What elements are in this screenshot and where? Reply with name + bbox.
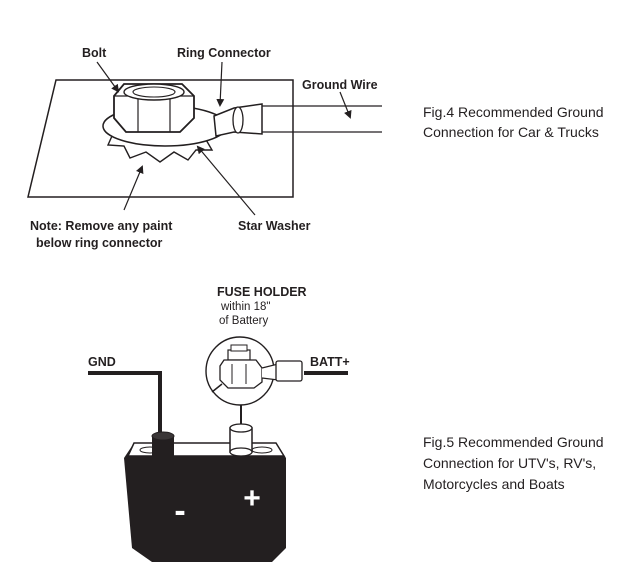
gnd-wire	[88, 371, 162, 442]
star-washer-leader	[196, 145, 256, 216]
ring-connector-label: Ring Connector	[177, 46, 271, 60]
fig5-caption-line1: Fig.5 Recommended Ground	[423, 434, 604, 450]
note-label-line1: Note: Remove any paint	[30, 219, 173, 233]
fig5-caption-line3: Motorcycles and Boats	[423, 476, 565, 492]
minus-sign: -	[174, 492, 185, 530]
ring-connector-leader	[216, 61, 225, 107]
plus-sign: +	[243, 482, 261, 515]
note-leader	[123, 165, 144, 211]
ground-wire	[262, 105, 382, 133]
ground-wire-leader	[339, 91, 352, 119]
gnd-label: GND	[88, 355, 116, 369]
fig5-caption-line2: Connection for UTV's, RV's,	[423, 455, 596, 471]
fig5-battery-wiring: - + FUSE HOLDER within 18" of Battery GN…	[88, 285, 604, 562]
star-washer-label: Star Washer	[238, 219, 311, 233]
fuse-holder-label: FUSE HOLDER	[217, 285, 307, 299]
battery	[124, 442, 286, 562]
fuse-battery-label: of Battery	[219, 315, 268, 327]
fuse-holder	[205, 336, 303, 406]
ground-wire-label: Ground Wire	[302, 78, 378, 92]
bolt	[113, 83, 195, 133]
bolt-label: Bolt	[82, 46, 107, 60]
fig4-caption-line1: Fig.4 Recommended Ground	[423, 104, 604, 120]
bolt-leader	[96, 61, 120, 93]
note-label-line2: below ring connector	[36, 236, 163, 250]
fig4-caption-line2: Connection for Car & Trucks	[423, 124, 599, 140]
negative-terminal	[151, 431, 175, 460]
fuse-within-label: within 18"	[220, 301, 270, 313]
positive-terminal	[229, 423, 253, 457]
batt-label: BATT+	[310, 355, 350, 369]
fig4-ground-connection: Bolt Ring Connector Ground Wire Note: Re…	[27, 46, 604, 250]
